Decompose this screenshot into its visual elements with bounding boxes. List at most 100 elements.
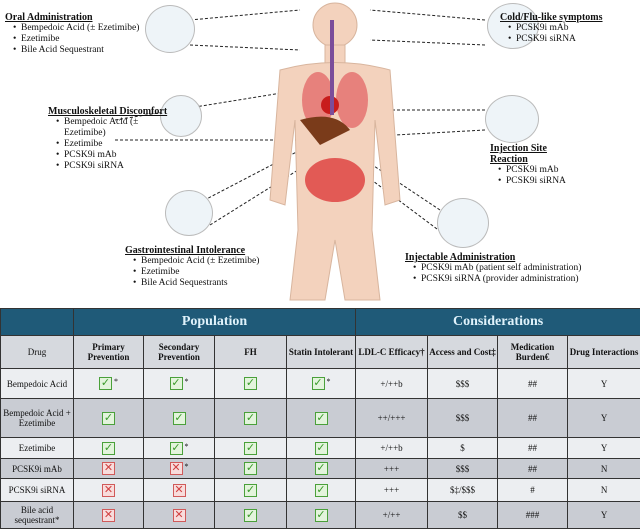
- check-icon: ✓: [244, 462, 257, 475]
- check-icon: ✓: [102, 441, 115, 455]
- column-header: Drug: [0, 335, 74, 369]
- asterisk: *: [184, 377, 189, 386]
- table-cell: ✓: [214, 458, 287, 479]
- table-cell: +++: [355, 458, 429, 479]
- group-header-population: Population: [72, 308, 357, 336]
- list-item: Ezetimibe: [13, 34, 139, 45]
- column-header: Access and Cost‡: [427, 335, 499, 369]
- x-icon: ✕: [102, 462, 115, 475]
- check-icon: ✓: [169, 377, 183, 390]
- table-row: Bempedoic Acid✓*✓*✓✓*+/++b$$$##Y: [0, 368, 640, 399]
- table-row: PCSK9i siRNA✕✕✓✓+++$‡/$$$#N: [0, 478, 640, 502]
- check-icon: ✓: [314, 483, 328, 497]
- table-cell: Y: [567, 501, 640, 529]
- table-cell: ✓: [214, 501, 287, 529]
- callout-title: Musculoskeletal Discomfort: [48, 106, 168, 117]
- list-item: PCSK9i mAb (patient self administration): [413, 263, 595, 274]
- column-header: Medication Burden€: [497, 335, 569, 369]
- callout-title: Oral Administration: [5, 12, 93, 23]
- list-item: PCSK9i siRNA: [498, 176, 580, 187]
- list-item: PCSK9i mAb: [508, 23, 620, 34]
- table-cell: PCSK9i mAb: [0, 458, 74, 479]
- table-cell: +/++b: [355, 368, 429, 399]
- list-item: Bempedoic Acid (± Ezetimibe): [13, 23, 139, 34]
- table-cell: #: [497, 478, 569, 502]
- table-cell: ✓: [214, 437, 287, 459]
- list-item: PCSK9i mAb: [498, 165, 580, 176]
- table-cell: ✓: [214, 368, 287, 399]
- table-cell: ✓: [285, 478, 357, 502]
- table-cell: ++/+++: [355, 398, 429, 438]
- table-cell: ##: [497, 398, 569, 438]
- list-item: Ezetimibe: [56, 139, 168, 150]
- list-item: Bile Acid Sequestrants: [133, 278, 275, 289]
- table-cell: ✓: [285, 501, 357, 529]
- organs: [300, 20, 368, 202]
- check-icon: ✓: [244, 508, 257, 522]
- list-item: PCSK9i siRNA: [56, 161, 168, 172]
- callout-injectable-admin: Injectable AdministrationPCSK9i mAb (pat…: [405, 252, 595, 285]
- table-cell: ✓*: [73, 368, 144, 399]
- table-cell: ✕: [73, 478, 144, 502]
- callout-gi: Gastrointestinal IntoleranceBempedoic Ac…: [125, 245, 275, 289]
- callout-oral: Oral AdministrationBempedoic Acid (± Eze…: [5, 12, 139, 56]
- group-header-considerations: Considerations: [355, 308, 640, 336]
- asterisk: *: [184, 462, 189, 471]
- callout-title: Cold/Flu-like symptoms: [500, 12, 603, 23]
- table-cell: ###: [497, 501, 569, 529]
- table-cell: ✓: [73, 437, 144, 459]
- column-header: Statin Intolerant: [285, 335, 357, 369]
- injectable-administration-icon: [437, 198, 489, 248]
- table-cell: Y: [567, 368, 640, 399]
- table-cell: $$$: [427, 368, 499, 399]
- table-cell: $: [427, 437, 499, 459]
- check-icon: ✓: [99, 377, 112, 390]
- callout-msk: Musculoskeletal DiscomfortBempedoic Acid…: [48, 106, 168, 172]
- callout-title: Injectable Administration: [405, 252, 516, 263]
- table-row: PCSK9i mAb✕✕*✓✓+++$$$##N: [0, 458, 640, 479]
- table-cell: ✓: [285, 437, 357, 459]
- list-item: Ezetimibe: [133, 267, 275, 278]
- table-cell: ##: [497, 437, 569, 459]
- x-icon: ✕: [169, 462, 183, 475]
- table-row: Bempedoic Acid + Ezetimibe✓✓✓✓++/+++$$$#…: [0, 398, 640, 438]
- table-cell: $$: [427, 501, 499, 529]
- x-icon: ✕: [102, 483, 115, 497]
- callout-title: Gastrointestinal Intolerance: [125, 245, 246, 256]
- callout-injection-site: Injection Site ReactionPCSK9i mAbPCSK9i …: [490, 143, 580, 187]
- asterisk: *: [184, 441, 189, 451]
- callout-flu: Cold/Flu-like symptomsPCSK9i mAbPCSK9i s…: [500, 12, 620, 45]
- check-icon: ✓: [244, 483, 257, 497]
- table-cell: ✕*: [143, 458, 215, 479]
- table-cell: ✕: [73, 458, 144, 479]
- table-cell: ✓: [285, 458, 357, 479]
- column-header: Secondary Prevention: [143, 335, 215, 369]
- check-icon: ✓: [314, 411, 328, 425]
- list-item: PCSK9i siRNA (provider administration): [413, 274, 595, 285]
- check-icon: ✓: [314, 441, 328, 455]
- table-cell: PCSK9i siRNA: [0, 478, 74, 502]
- column-header: LDL-C Efficacy†: [355, 335, 429, 369]
- x-icon: ✕: [172, 508, 186, 522]
- x-icon: ✕: [102, 508, 115, 522]
- table-cell: ✓*: [143, 368, 215, 399]
- table-cell: Bempedoic Acid: [0, 368, 74, 399]
- table-cell: Ezetimibe: [0, 437, 74, 459]
- x-icon: ✕: [172, 483, 186, 497]
- table-cell: +/++: [355, 501, 429, 529]
- table-cell: ✓*: [285, 368, 357, 399]
- table-cell: ✕: [143, 478, 215, 502]
- table-row: Ezetimibe✓✓*✓✓+/++b$##Y: [0, 437, 640, 459]
- table-cell: Bempedoic Acid + Ezetimibe: [0, 398, 74, 438]
- table-cell: $$$: [427, 458, 499, 479]
- table-cell: Bile acid sequestrant*: [0, 501, 74, 529]
- column-header: FH: [214, 335, 287, 369]
- table-cell: ##: [497, 368, 569, 399]
- list-item: PCSK9i siRNA: [508, 34, 620, 45]
- table-cell: ✓: [143, 398, 215, 438]
- table-cell: Y: [567, 437, 640, 459]
- table-cell: N: [567, 458, 640, 479]
- table-cell: $$$: [427, 398, 499, 438]
- column-header: Primary Prevention: [73, 335, 144, 369]
